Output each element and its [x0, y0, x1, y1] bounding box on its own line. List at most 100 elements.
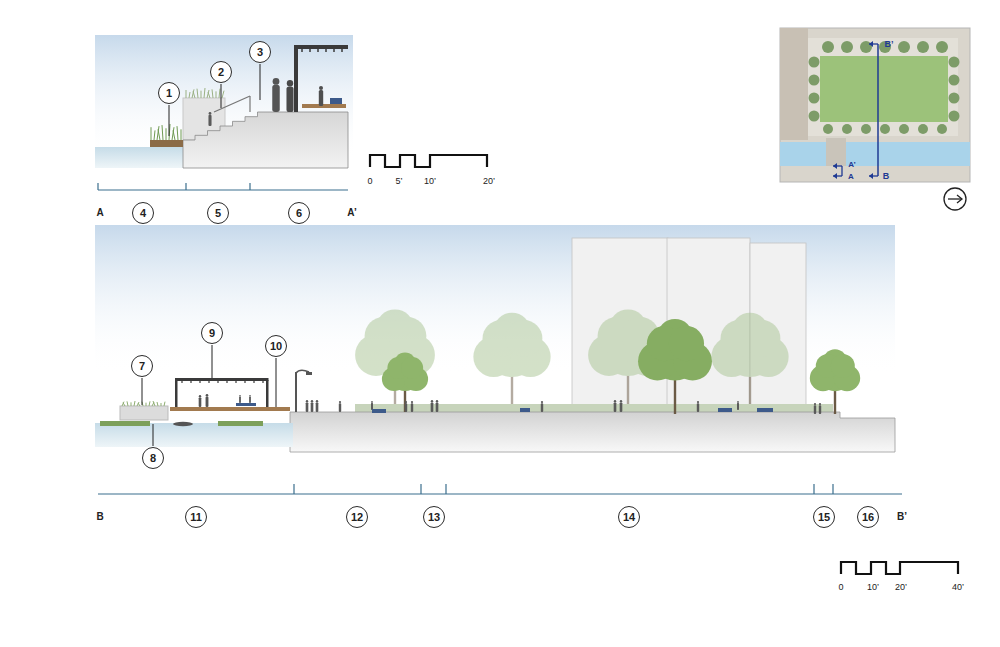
pergola-slat: [253, 381, 254, 383]
grass-blade: [153, 401, 155, 406]
key-map-arrowhead: [869, 173, 873, 179]
person-head: [431, 400, 433, 402]
person-head: [311, 400, 313, 402]
callout-text: 4: [140, 208, 146, 219]
person-head: [411, 401, 413, 403]
key-map-arrowhead: [833, 163, 837, 169]
key-map-tree: [860, 41, 872, 53]
railing-post: [249, 96, 250, 112]
person-silhouette: [306, 400, 309, 412]
person-silhouette: [819, 403, 821, 414]
grass-blade: [192, 89, 194, 98]
scale-label: 20’: [895, 583, 907, 592]
grass-blade: [134, 401, 135, 406]
person-silhouette: [206, 394, 209, 407]
key-map: [780, 28, 970, 182]
person-body: [697, 403, 699, 412]
person-silhouette: [614, 400, 617, 412]
person-head: [541, 401, 543, 403]
callout-text: 9: [209, 328, 215, 339]
bench: [757, 408, 773, 412]
person-head: [620, 400, 622, 402]
callout-text: 7: [139, 361, 145, 372]
kayak: [173, 422, 193, 426]
callout-text: 15: [818, 512, 830, 523]
leader-line: [260, 64, 261, 100]
section-tick: [249, 183, 250, 190]
callout-text: 16: [862, 512, 874, 523]
callout-number: 12: [346, 506, 368, 528]
key-map-arrowhead: [833, 173, 837, 179]
scale-label: 5’: [395, 177, 402, 186]
section-a-illustration: [95, 35, 353, 168]
grass-blade: [216, 91, 217, 98]
callout-number: 10: [265, 335, 287, 357]
lamppost: [295, 372, 297, 412]
pergola-slat: [208, 381, 209, 383]
person-head: [339, 401, 341, 403]
key-map-tree: [918, 124, 928, 134]
pergola-slat: [262, 381, 263, 383]
pergola-beam: [294, 45, 348, 49]
person-silhouette: [208, 112, 211, 126]
leader-line: [212, 345, 213, 378]
pergola-slat: [301, 49, 303, 52]
section-marker: B’: [897, 512, 907, 522]
callout-number: 3: [249, 41, 271, 63]
callout-text: 3: [257, 47, 263, 58]
section-tick: [97, 183, 98, 190]
person-silhouette: [316, 400, 319, 412]
scale-label: 10’: [867, 583, 879, 592]
person-silhouette: [319, 86, 323, 106]
section-tick: [813, 484, 814, 494]
lamp-head: [306, 372, 312, 375]
grass-blade: [122, 402, 124, 406]
person-silhouette: [311, 400, 314, 412]
building-outline: [572, 238, 668, 414]
pergola-slat: [317, 49, 319, 52]
stepped-seating: [183, 112, 348, 168]
person-silhouette: [411, 401, 413, 412]
grass-blade: [177, 126, 178, 140]
grass-blade: [157, 126, 159, 140]
person-body: [371, 403, 373, 410]
callout-text: 2: [218, 67, 224, 78]
leader-line: [142, 378, 143, 405]
person-body: [614, 402, 617, 412]
tree: [810, 349, 860, 414]
scale-label: 0: [367, 177, 372, 186]
person-body: [431, 402, 434, 412]
person-head: [239, 395, 241, 397]
section-tick: [185, 183, 186, 190]
bench: [718, 408, 732, 412]
grass-blade: [222, 91, 224, 98]
person-body: [239, 397, 241, 403]
tree-canopy: [744, 320, 781, 357]
north-arrow-shaft: [948, 198, 961, 199]
scale-label: 0: [838, 583, 843, 592]
key-map-tree: [949, 111, 960, 122]
person-body: [814, 405, 816, 414]
callout-text: 8: [150, 453, 156, 464]
person-body: [249, 397, 251, 403]
key-map-label: B’: [885, 40, 894, 49]
callout-number: 4: [132, 202, 154, 224]
pergola-post: [294, 45, 298, 112]
key-map-tree: [937, 124, 947, 134]
tree: [711, 313, 788, 412]
person-head: [819, 403, 821, 405]
tree-canopy: [401, 357, 423, 379]
person-body: [272, 85, 279, 112]
section-line: [98, 493, 902, 494]
key-map-tree: [809, 93, 820, 104]
person-silhouette: [249, 395, 251, 403]
key-map-tree: [822, 41, 834, 53]
key-map-tree: [898, 41, 910, 53]
person-body: [206, 397, 209, 407]
key-map-plaza: [808, 38, 958, 136]
floating-wetland: [100, 421, 150, 426]
pergola-beam: [175, 378, 269, 381]
floating-wetland: [218, 421, 263, 426]
callout-number: 14: [618, 506, 640, 528]
callout-number: 13: [423, 506, 445, 528]
